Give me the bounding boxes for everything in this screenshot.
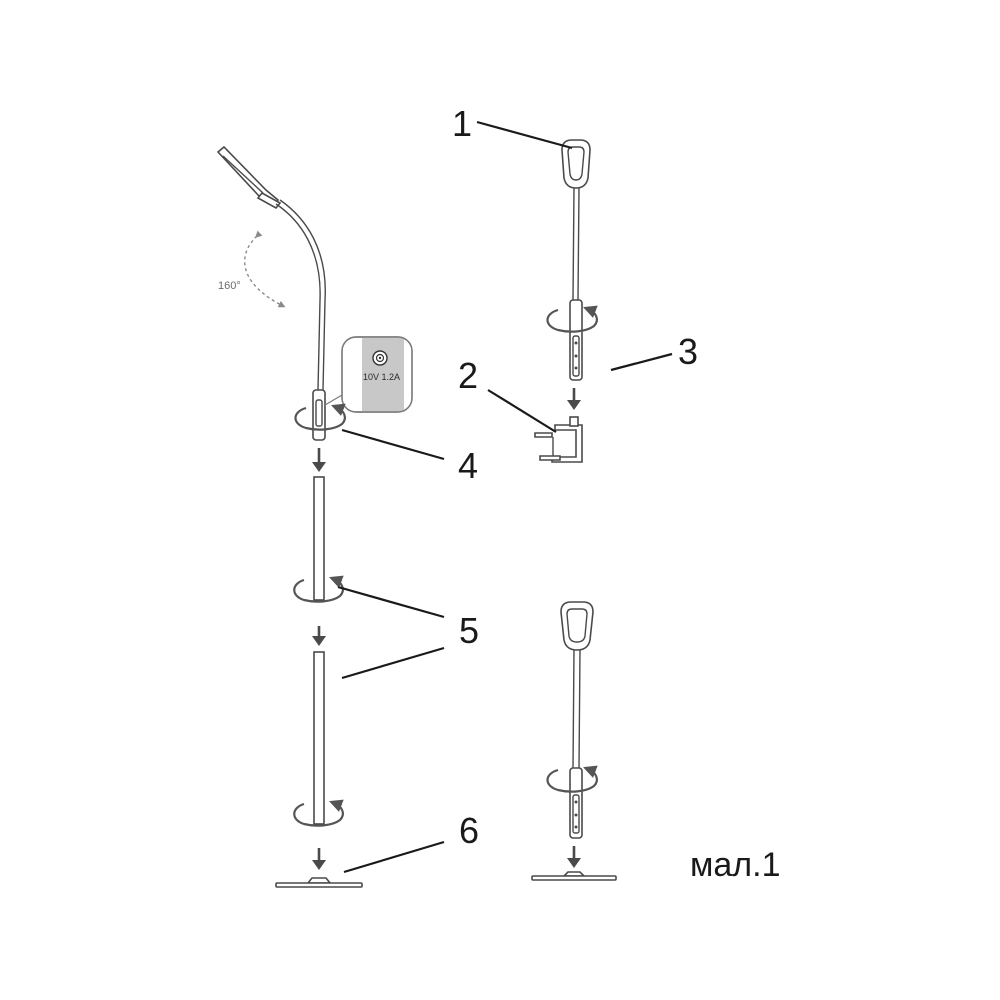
floor-lamp-gooseneck-inner [279, 199, 326, 391]
power-socket-inset: 10V 1.2A [324, 336, 413, 413]
figure-caption: мал.1 [690, 846, 780, 884]
leader-line-2 [487, 389, 557, 433]
leader-line-6 [343, 840, 445, 874]
switch-slot [572, 335, 580, 377]
floor-lamp-head [216, 145, 282, 210]
clamp-lamp-gooseneck-inner [577, 187, 580, 301]
tilt-angle-label: 160° [218, 280, 241, 292]
rotate-arrow-icon [294, 403, 346, 431]
leader-line-4 [341, 428, 445, 461]
leader-line-3 [610, 352, 673, 372]
down-arrow-icon [312, 626, 326, 646]
down-arrow-icon [567, 846, 581, 868]
leader-line-5a [337, 585, 445, 619]
callout-3: 3 [678, 331, 698, 372]
rotate-arrow-icon [546, 765, 598, 793]
rotate-arrow-icon [293, 799, 344, 827]
floor-lamp-control-body [312, 389, 326, 441]
switch-slot [315, 399, 323, 427]
clamp-lamp-assembly [534, 139, 598, 463]
down-arrow-icon [312, 848, 326, 870]
desk-lamp-gooseneck [572, 649, 575, 769]
floor-lamp-gooseneck [275, 203, 321, 391]
lower-tube [313, 651, 325, 825]
desk-lamp-assembly [531, 601, 617, 881]
desk-lamp-gooseneck-inner [578, 649, 581, 769]
callout-4: 4 [458, 445, 478, 486]
rotate-arrow-icon [293, 575, 344, 603]
callout-2: 2 [458, 355, 478, 396]
leader-line-1 [476, 120, 573, 150]
callout-1: 1 [452, 103, 472, 144]
leader-line-5b [341, 646, 445, 680]
upper-tube [313, 476, 325, 601]
callout-numbers: 1 2 3 4 5 6 [452, 103, 698, 851]
table-clamp [534, 416, 583, 463]
desk-base [531, 871, 617, 881]
callout-leaders [337, 120, 673, 874]
power-spec-label: 10V 1.2A [363, 372, 400, 382]
switch-slot [572, 794, 580, 834]
clamp-lamp-gooseneck [572, 187, 575, 301]
down-arrow-icon [312, 448, 326, 472]
floor-base [275, 877, 363, 888]
callout-6: 6 [459, 810, 479, 851]
rotate-arrow-icon [546, 305, 598, 333]
tilt-range-arc [243, 230, 286, 308]
desk-lamp-head [560, 601, 594, 651]
callout-5: 5 [459, 610, 479, 651]
floor-lamp-assembly: 160° 10V 1.2A [216, 145, 413, 888]
down-arrow-icon [567, 388, 581, 410]
